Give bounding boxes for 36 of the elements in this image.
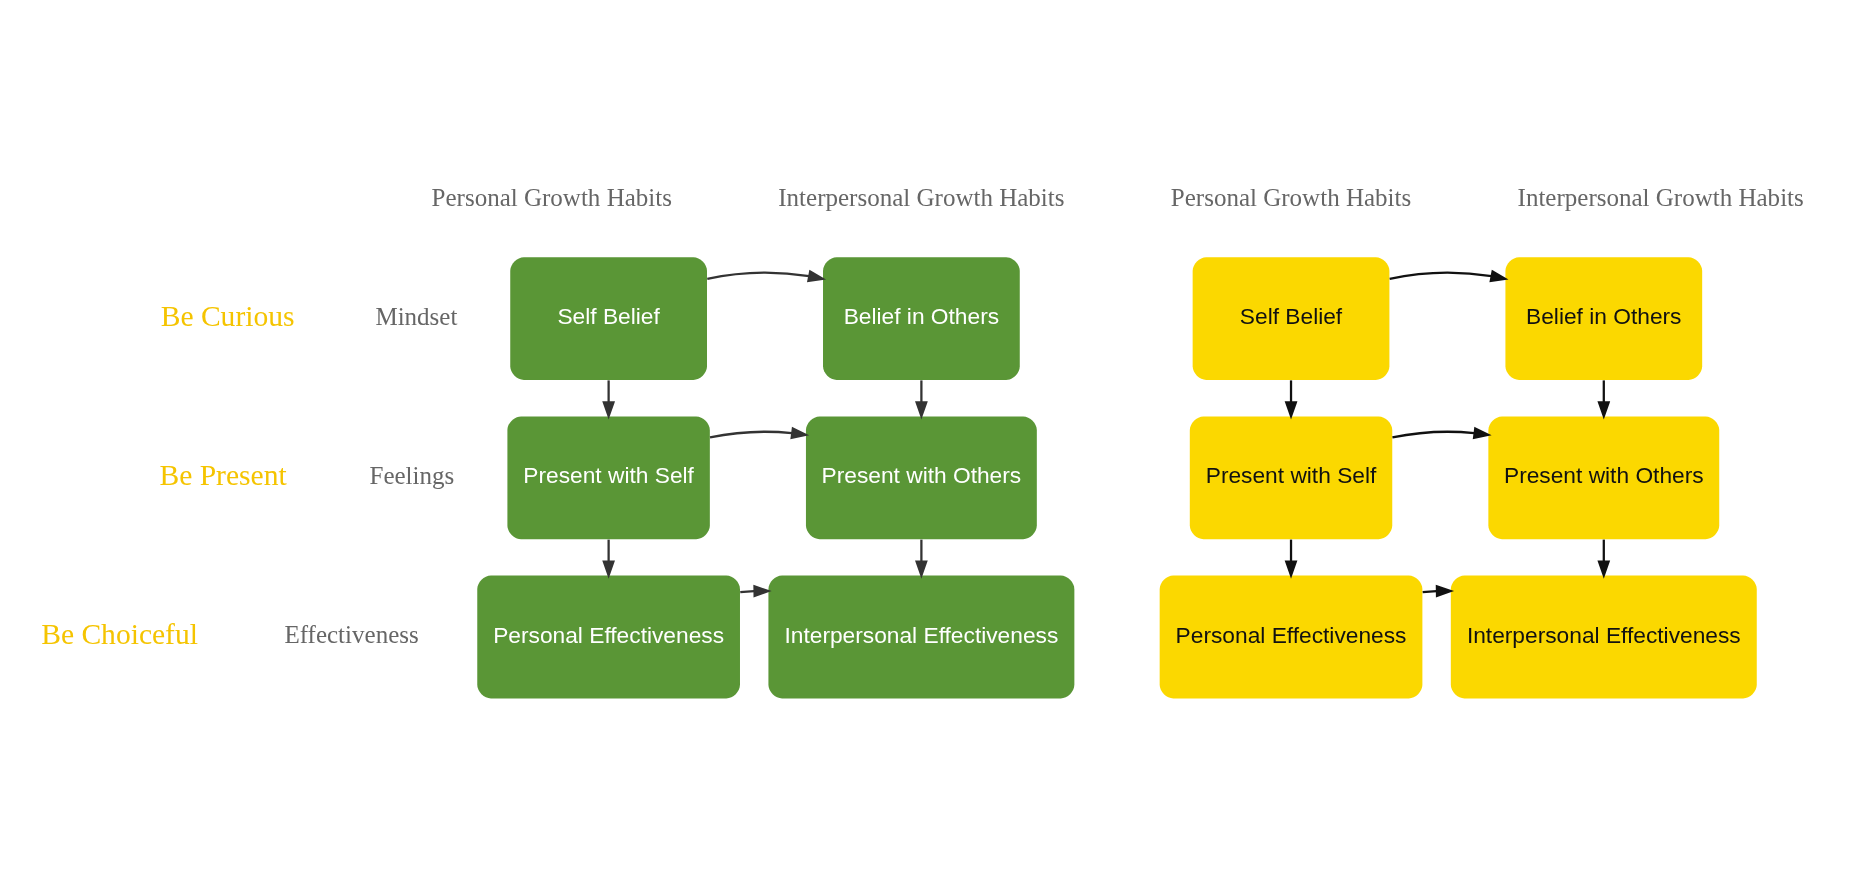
- label: Effectiveness: [284, 621, 419, 649]
- node-box: Interpersonal Effectiveness: [1450, 575, 1757, 699]
- node-box: Interpersonal Effectiveness: [768, 575, 1075, 699]
- arrow: [1422, 584, 1455, 598]
- label: Be Choiceful: [41, 618, 198, 651]
- arrow: [707, 269, 827, 283]
- arrow: [602, 539, 615, 579]
- node-box: Personal Effectiveness: [477, 575, 740, 699]
- arrow: [740, 584, 772, 598]
- node-box: Present with Self: [1189, 416, 1393, 540]
- arrow: [1284, 380, 1298, 420]
- label: Personal Growth Habits: [431, 183, 672, 211]
- node-box: Self Belief: [1192, 257, 1390, 380]
- label: Feelings: [369, 462, 455, 490]
- node-box: Belief in Others: [1505, 257, 1703, 380]
- node-box: Belief in Others: [823, 257, 1020, 380]
- arrow: [915, 380, 928, 420]
- label: Interpersonal Growth Habits: [1517, 183, 1804, 211]
- arrow: [915, 539, 928, 579]
- arrow: [1389, 269, 1509, 283]
- arrow: [709, 426, 810, 440]
- node-box: Present with Self: [507, 416, 710, 540]
- label: Personal Growth Habits: [1170, 183, 1412, 211]
- node-box: Present with Others: [1488, 416, 1720, 540]
- arrow: [1284, 539, 1298, 579]
- node-box: Self Belief: [510, 257, 707, 380]
- label: Mindset: [375, 302, 458, 330]
- arrow: [1597, 380, 1611, 420]
- arrow: [1597, 539, 1611, 579]
- arrow: [1392, 426, 1492, 440]
- label: Be Present: [159, 458, 287, 491]
- label: Interpersonal Growth Habits: [778, 183, 1065, 211]
- node-box: Personal Effectiveness: [1159, 575, 1423, 699]
- label: Be Curious: [160, 299, 295, 332]
- arrow: [602, 380, 615, 420]
- node-box: Present with Others: [805, 416, 1037, 540]
